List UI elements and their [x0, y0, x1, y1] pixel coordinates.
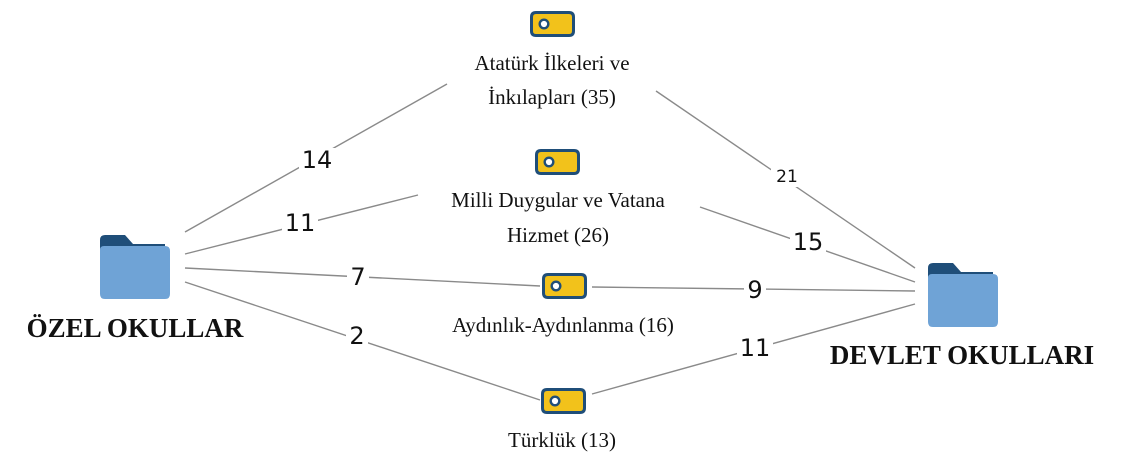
- edge-weight-label: 14: [302, 146, 333, 174]
- group-node-ozel[interactable]: ÖZEL OKULLAR: [27, 235, 244, 343]
- edge-label-turkluk-devlet: 11: [737, 334, 773, 362]
- code-node-turkluk[interactable]: Türklük (13): [508, 388, 616, 453]
- edge-label-aydinlik-devlet: 9: [744, 276, 766, 304]
- code-label-line1: Atatürk İlkeleri ve: [474, 51, 629, 75]
- edge-label-ataturk-devlet: 21: [771, 167, 803, 187]
- edge-weight-label: 9: [747, 276, 762, 304]
- tag-icon: [541, 388, 586, 414]
- code-node-ataturk[interactable]: Atatürk İlkeleri ve İnkılapları (35): [474, 11, 630, 110]
- edge-weight-label: 2: [349, 322, 364, 350]
- tag-icon: [542, 273, 587, 299]
- code-label-line2: Hizmet (26): [507, 223, 609, 247]
- edge-label-ozel-aydinlik: 7: [347, 263, 369, 291]
- edge-weight-label: 21: [776, 167, 798, 187]
- code-node-milli[interactable]: Milli Duygular ve Vatana Hizmet (26): [451, 149, 666, 248]
- code-label-line1: Aydınlık-Aydınlanma (16): [452, 313, 674, 337]
- edge-label-milli-devlet: 15: [790, 228, 826, 256]
- edge-label-ozel-turkluk: 2: [346, 322, 368, 350]
- edge-weight-label: 7: [350, 263, 365, 291]
- edge-weight-label: 11: [740, 334, 771, 362]
- code-node-aydinlik[interactable]: Aydınlık-Aydınlanma (16): [452, 273, 674, 338]
- edge-weight-label: 11: [285, 209, 316, 237]
- edge-label-ozel-ataturk: 14: [299, 146, 335, 174]
- group-label-devlet: DEVLET OKULLARI: [830, 340, 1094, 370]
- code-label-line1: Milli Duygular ve Vatana: [451, 188, 665, 212]
- edge-label-ozel-milli: 11: [282, 209, 318, 237]
- folder-icon: [928, 263, 998, 327]
- tag-icon: [535, 149, 580, 175]
- edge-weight-label: 15: [793, 228, 824, 256]
- group-label-ozel: ÖZEL OKULLAR: [27, 313, 244, 343]
- code-label-line2: İnkılapları (35): [488, 85, 616, 109]
- group-node-devlet[interactable]: DEVLET OKULLARI: [830, 263, 1094, 370]
- tag-icon: [530, 11, 575, 37]
- code-label-line1: Türklük (13): [508, 428, 616, 452]
- folder-icon: [100, 235, 170, 299]
